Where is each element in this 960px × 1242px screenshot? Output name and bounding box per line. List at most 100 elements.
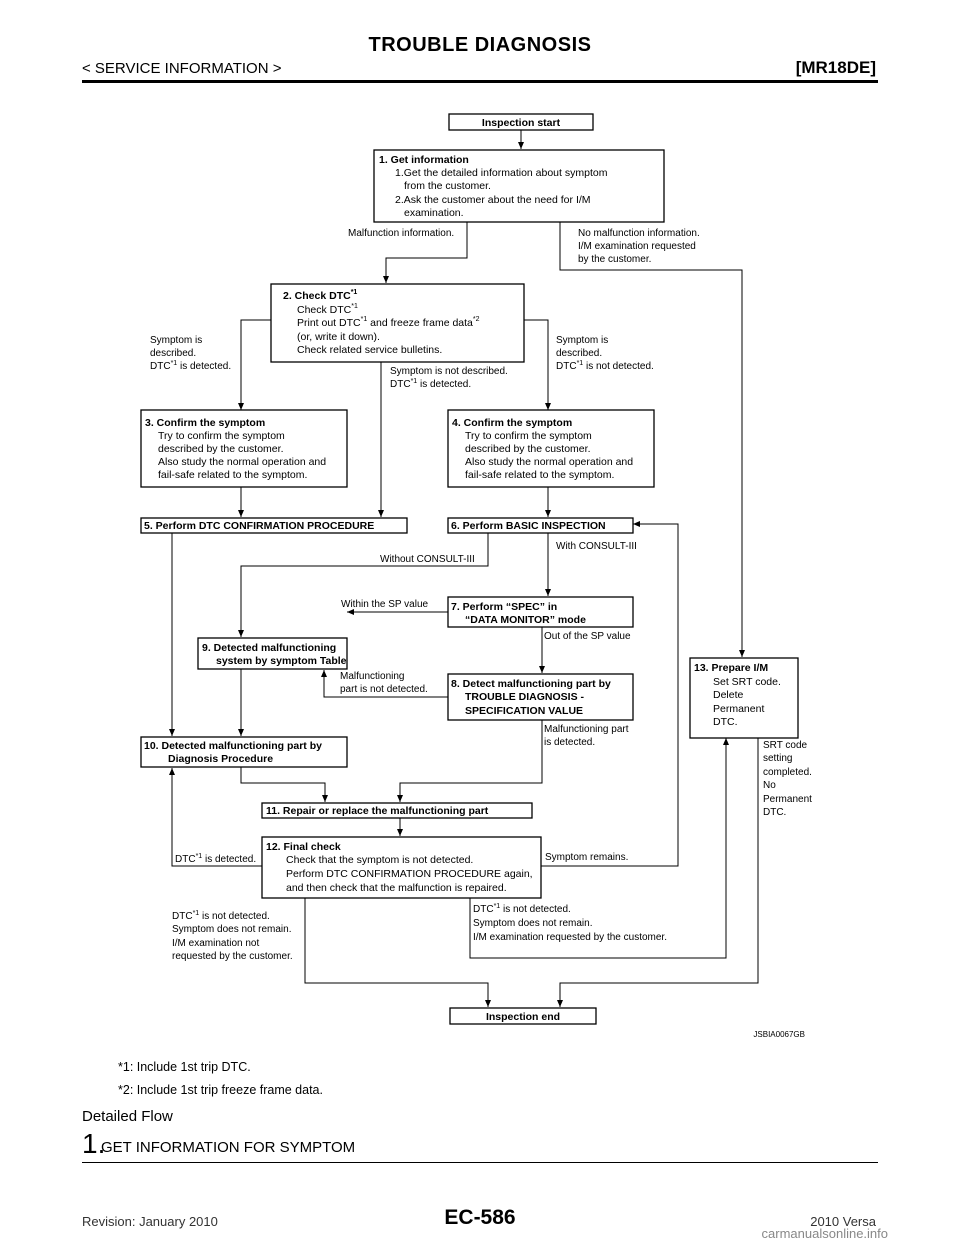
- step12-title: 12. Final check: [266, 841, 341, 853]
- step3-line3: Also study the normal operation and: [158, 456, 326, 468]
- label-left-3: DTC*1 is detected.: [150, 360, 231, 372]
- label-part-not-detected-1: Malfunctioning: [340, 671, 404, 682]
- step10-box: [140, 736, 348, 768]
- label-part-detected-2: is detected.: [544, 737, 595, 748]
- model-year: 2010 Versa: [810, 1214, 876, 1229]
- step7-box: [447, 596, 634, 628]
- footnote-2: *2: Include 1st trip freeze frame data.: [118, 1083, 323, 1097]
- step12-line3: and then check that the malfunction is r…: [286, 882, 507, 894]
- page-title: TROUBLE DIAGNOSIS: [368, 34, 592, 56]
- inspection-start-label: Inspection start: [482, 117, 561, 129]
- step2-line1: Check DTC*1: [297, 303, 358, 316]
- header-rule: [82, 80, 878, 83]
- label-out-of-sp: Out of the SP value: [544, 631, 631, 642]
- page-number: EC-586: [444, 1206, 516, 1229]
- label-srt-5: Permanent: [763, 794, 812, 805]
- connector-b12-b6: [541, 521, 679, 867]
- step13-line1: Set SRT code.: [713, 676, 781, 688]
- label-with-consult: With CONSULT-III: [556, 541, 637, 552]
- connector-b6-b9: [238, 533, 489, 637]
- step1-box: [373, 149, 665, 223]
- label-no-malfunction-3: by the customer.: [578, 254, 651, 265]
- label-right-2: described.: [556, 348, 602, 359]
- connector-b12-b13: [469, 738, 729, 959]
- step-rule: [82, 1162, 878, 1163]
- label-bottom-left-3: I/M examination not: [172, 938, 259, 949]
- step-title: GET INFORMATION FOR SYMPTOM: [101, 1139, 356, 1156]
- label-bottom-right-3: I/M examination requested by the custome…: [473, 932, 667, 943]
- label-dtc-detected: DTC*1 is detected.: [175, 853, 256, 865]
- connector-b2-b4: [524, 319, 551, 410]
- engine-code: [MR18DE]: [795, 58, 876, 77]
- step13-line2: Delete: [713, 689, 744, 701]
- label-symptom-remains: Symptom remains.: [545, 852, 628, 863]
- connector-b10-b11: [240, 767, 328, 802]
- step1-line3: 2.Ask the customer about the need for I/…: [395, 194, 591, 206]
- footnote-1: *1: Include 1st trip DTC.: [118, 1060, 251, 1074]
- label-no-malfunction-2: I/M examination requested: [578, 241, 696, 252]
- step8-line2: TROUBLE DIAGNOSIS -: [465, 691, 585, 703]
- step2-line4: Check related service bulletins.: [297, 344, 442, 356]
- step12-line1: Check that the symptom is not detected.: [286, 854, 473, 866]
- inspection-end-box: [449, 1007, 597, 1025]
- step10-line1: 10. Detected malfunctioning part by: [144, 740, 322, 752]
- revision-date: Revision: January 2010: [82, 1214, 218, 1229]
- step7-line2: “DATA MONITOR” mode: [465, 614, 586, 626]
- label-mid-1: Symptom is not described.: [390, 366, 508, 377]
- label-without-consult: Without CONSULT-III: [380, 554, 475, 565]
- step8-line1: 8. Detect malfunctioning part by: [451, 678, 611, 690]
- step3-line4: fail-safe related to the symptom.: [158, 469, 307, 481]
- step1-title: 1. Get information: [379, 154, 469, 166]
- label-bottom-left-4: requested by the customer.: [172, 951, 293, 962]
- flow-connectors: [169, 130, 759, 1007]
- label-bottom-left-1: DTC*1 is not detected.: [172, 910, 270, 922]
- step10-line2: Diagnosis Procedure: [168, 753, 273, 765]
- connector-b2-b3: [238, 319, 271, 410]
- step8-line3: SPECIFICATION VALUE: [465, 705, 583, 717]
- step-number: 1.: [82, 1128, 106, 1159]
- step4-line4: fail-safe related to the symptom.: [465, 469, 614, 481]
- inspection-start-box: [448, 113, 594, 131]
- step9-line2: system by symptom Table: [216, 655, 347, 667]
- connector-b8-b9: [321, 670, 448, 698]
- step2-line2: Print out DTC*1 and freeze frame data*2: [297, 316, 480, 329]
- label-srt-6: DTC.: [763, 807, 786, 818]
- step1-line1: 1.Get the detailed information about sym…: [395, 167, 608, 179]
- label-srt-4: No: [763, 780, 776, 791]
- step7-line1: 7. Perform “SPEC” in: [451, 601, 557, 613]
- step4-line3: Also study the normal operation and: [465, 456, 633, 468]
- step5-title: 5. Perform DTC CONFIRMATION PROCEDURE: [144, 520, 374, 532]
- label-bottom-right-1: DTC*1 is not detected.: [473, 903, 571, 915]
- step6-title: 6. Perform BASIC INSPECTION: [451, 520, 606, 532]
- step12-line2: Perform DTC CONFIRMATION PROCEDURE again…: [286, 868, 533, 880]
- connector-b1-b2: [383, 222, 468, 283]
- connector-b1-b13: [559, 222, 745, 657]
- label-srt-1: SRT code: [763, 740, 808, 751]
- step13-title: 13. Prepare I/M: [694, 662, 768, 674]
- label-mid-2: DTC*1 is detected.: [390, 378, 471, 390]
- step1-line2: from the customer.: [404, 180, 491, 192]
- step2-box: [270, 283, 525, 363]
- connector-b12-end-left: [304, 898, 491, 1007]
- detailed-flow-heading: Detailed Flow: [82, 1108, 173, 1125]
- label-malfunction-info: Malfunction information.: [348, 228, 454, 239]
- step8-box: [447, 673, 634, 721]
- step9-line1: 9. Detected malfunctioning: [202, 642, 336, 654]
- step3-title: 3. Confirm the symptom: [145, 417, 265, 429]
- label-within-sp: Within the SP value: [341, 599, 429, 610]
- step11-box: [261, 802, 533, 819]
- step3-line2: described by the customer.: [158, 443, 283, 455]
- connector-b12-b10: [169, 768, 262, 867]
- step6-box: [447, 517, 634, 534]
- step3-line1: Try to confirm the symptom: [158, 430, 285, 442]
- label-no-malfunction-1: No malfunction information.: [578, 228, 700, 239]
- label-left-1: Symptom is: [150, 335, 202, 346]
- step11-title: 11. Repair or replace the malfunctioning…: [266, 805, 489, 817]
- connector-b13-end: [557, 738, 759, 1007]
- label-part-detected-1: Malfunctioning part: [544, 724, 629, 735]
- label-bottom-left-2: Symptom does not remain.: [172, 924, 292, 935]
- label-right-3: DTC*1 is not detected.: [556, 360, 654, 372]
- inspection-end-label: Inspection end: [486, 1011, 560, 1023]
- step13-line3: Permanent: [713, 703, 764, 715]
- label-left-2: described.: [150, 348, 196, 359]
